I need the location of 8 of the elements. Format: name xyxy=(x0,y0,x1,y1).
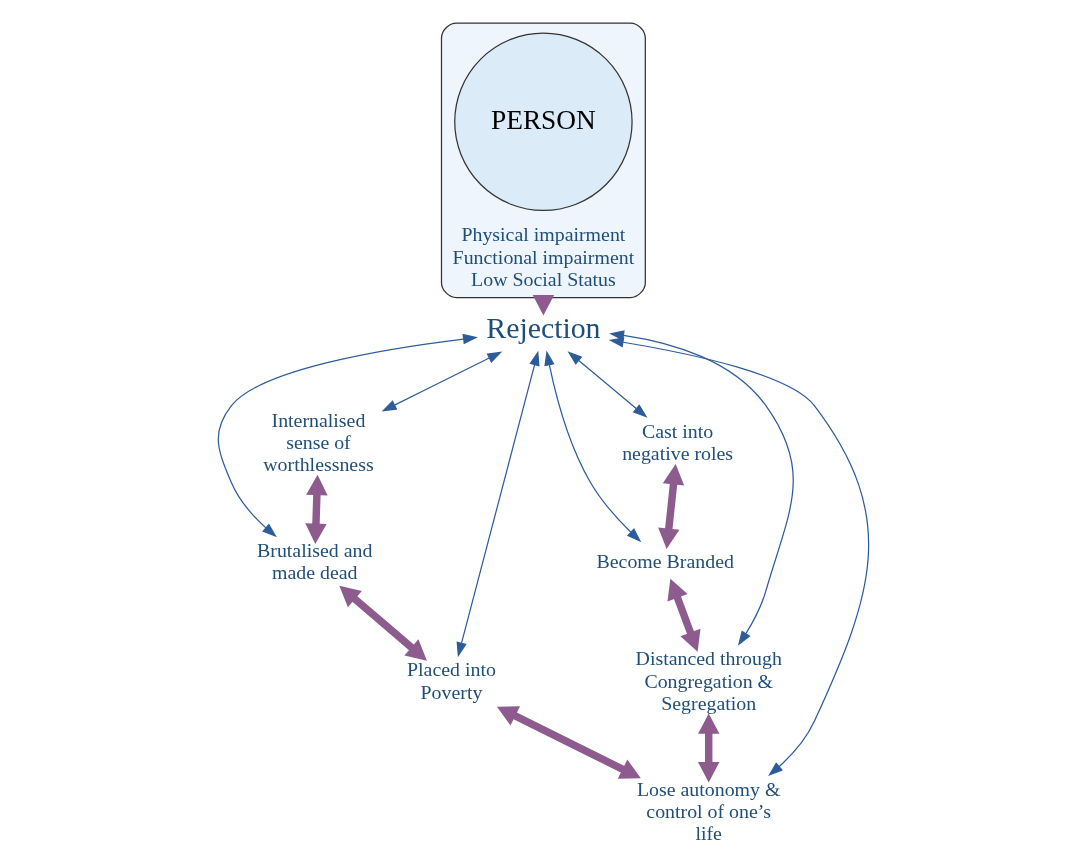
node-text: Brutalised and made dead xyxy=(257,539,373,584)
node-text: Lose autonomy & control of one’s life xyxy=(636,777,781,845)
node-text: Become Branded xyxy=(596,550,734,573)
node-text: Placed into Poverty xyxy=(407,658,496,703)
node-text: Cast into negative roles xyxy=(622,419,734,465)
node-text: Rejection xyxy=(486,310,601,344)
node-text: Distanced through Congregation & Segregation xyxy=(635,647,782,714)
node-text: Internalised sense of worthlessness xyxy=(263,408,374,476)
